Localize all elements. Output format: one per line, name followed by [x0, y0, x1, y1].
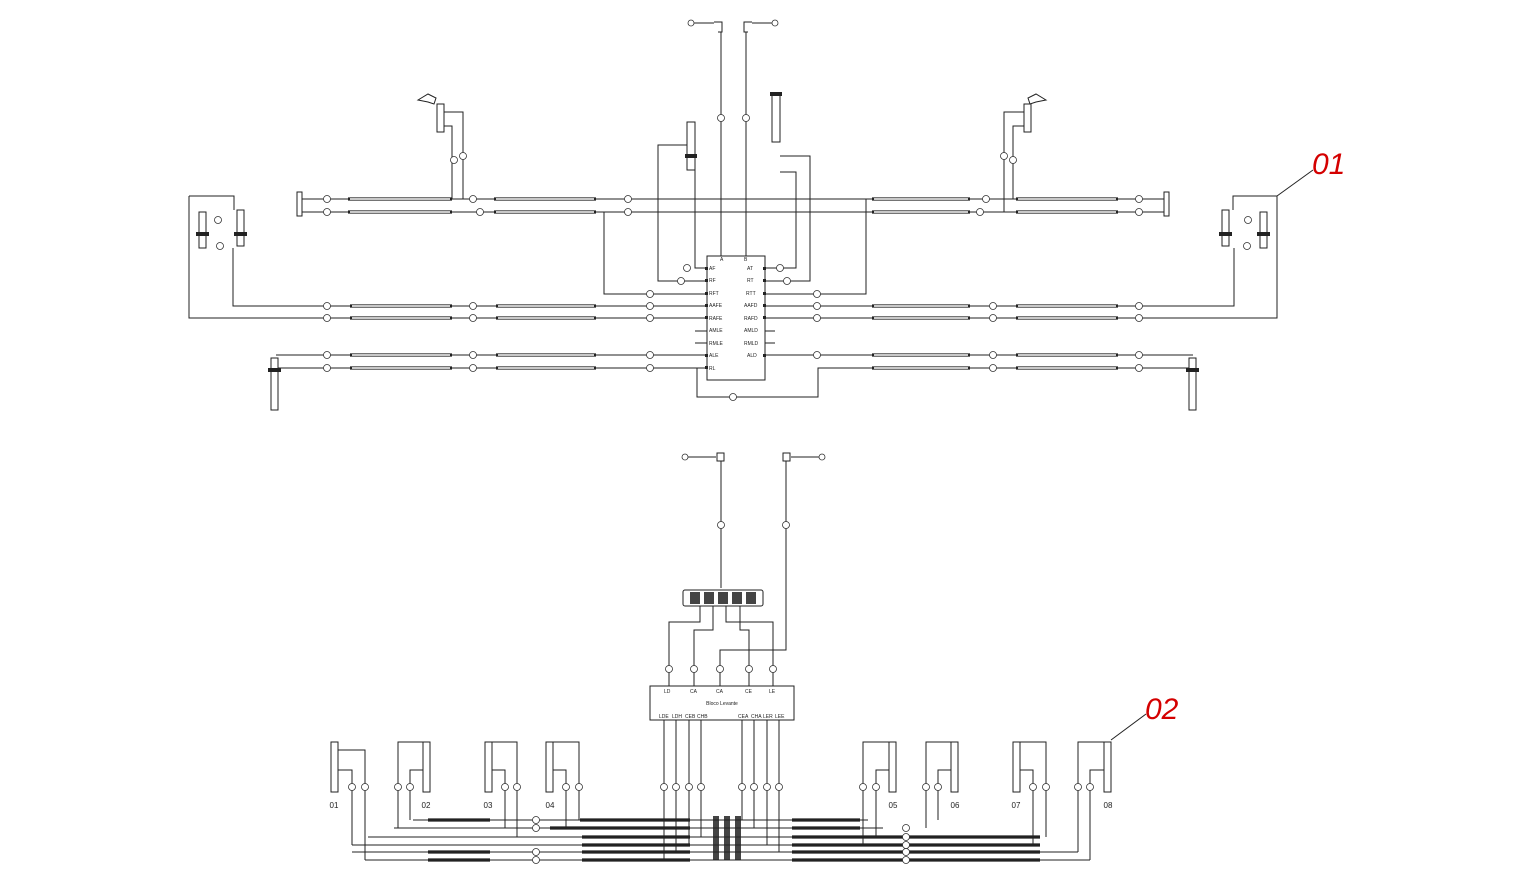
port-ale: ALE [709, 353, 719, 359]
port-at: AT [747, 266, 753, 272]
lower-coupler-left-icon [681, 453, 689, 461]
port-ler: LER [763, 714, 773, 720]
port-aafe: AAFE [709, 303, 723, 309]
cylinder-label-07: 07 [1012, 801, 1021, 810]
cylinder-label-04: 04 [546, 801, 555, 810]
reference-callout-01: 01 [1276, 148, 1345, 197]
port-rft: RFT [709, 291, 719, 297]
port-rafd: RAFD [744, 316, 758, 322]
lift-block-title: Bloco Levante [706, 701, 738, 707]
port-ldh: LDH [672, 714, 682, 720]
port-rafe: RAFE [709, 316, 723, 322]
port-cha: CHA [751, 714, 762, 720]
distribution-manifold [682, 589, 764, 607]
right-twin-cylinders [765, 195, 1278, 319]
lift-cylinder-03: 03 [484, 741, 521, 837]
reference-callout-02: 02 [1110, 693, 1179, 741]
upper-main-hoses [296, 191, 1170, 298]
lift-block-top-ports: LD CA CA CE LE [664, 689, 776, 695]
lower-coupler-right-icon [818, 453, 826, 461]
center-cylinders [657, 92, 811, 285]
lift-cylinder-05: 05 [859, 741, 898, 845]
quick-coupler-a-icon [687, 19, 695, 27]
pressure-supply-lines [687, 19, 779, 256]
upper-lower-hoses [268, 351, 1199, 411]
port-rmle: RMLE [709, 341, 724, 347]
port-lde: LDE [659, 714, 669, 720]
port-af: AF [709, 266, 715, 272]
upper-block-port-a: A [720, 257, 724, 263]
port-ce: CE [745, 689, 753, 695]
cylinder-label-03: 03 [484, 801, 493, 810]
port-ca-1: CA [690, 689, 698, 695]
lift-cylinder-07: 07 [1012, 741, 1050, 845]
collector-manifold [713, 816, 741, 860]
port-cea: CEA [738, 714, 749, 720]
upper-valve-block [706, 255, 766, 381]
cylinder-label-05: 05 [889, 801, 898, 810]
reference-label-02: 02 [1145, 693, 1179, 726]
port-rt: RT [747, 278, 754, 284]
port-le: LE [769, 689, 776, 695]
quick-coupler-b-icon [771, 19, 779, 27]
port-chb: CHB [697, 714, 708, 720]
upper-block-right-ports: AT RT RTT AAFD RAFD AMLD RMLD ALD [744, 266, 759, 359]
right-claw-cylinder [1000, 93, 1048, 212]
reference-label-01: 01 [1312, 148, 1345, 181]
lift-valve-block [649, 685, 795, 721]
lift-cylinder-08: 08 [1074, 741, 1113, 860]
port-rl: RL [709, 366, 716, 372]
upper-hydraulic-circuit: A B AF RF RFT AAFE RAFE AMLE RMLE ALE RL… [188, 19, 1278, 411]
port-ld: LD [664, 689, 671, 695]
lower-hydraulic-circuit: Bloco Levante LD CA CA CE LE LDE LDH CEB… [330, 452, 1113, 864]
port-aafd: AAFD [744, 303, 758, 309]
cylinder-label-02: 02 [422, 801, 431, 810]
port-rtt: RTT [746, 291, 756, 297]
lift-cylinder-01: 01 [330, 741, 369, 860]
upper-block-port-b: B [744, 257, 748, 263]
port-rmld: RMLD [744, 341, 759, 347]
port-ca-2: CA [716, 689, 724, 695]
lift-cylinder-02: 02 [394, 741, 431, 829]
cylinder-label-01: 01 [330, 801, 339, 810]
cylinder-label-08: 08 [1104, 801, 1113, 810]
upper-mid-hoses [323, 302, 1143, 344]
port-amle: AMLE [709, 328, 723, 334]
upper-block-left-ports: AF RF RFT AAFE RAFE AMLE RMLE ALE RL [709, 266, 724, 372]
port-amld: AMLD [744, 328, 758, 334]
cylinder-bus-lines [352, 816, 1090, 864]
port-lee: LEE [775, 714, 785, 720]
cylinder-label-06: 06 [951, 801, 960, 810]
lift-block-bottom-ports: LDE LDH CEB CHB CEA CHA LER LEE [659, 714, 785, 720]
port-rf: RF [709, 278, 716, 284]
port-ald: ALD [747, 353, 757, 359]
left-claw-cylinder [416, 93, 467, 199]
port-ceb: CEB [685, 714, 696, 720]
lift-cylinder-04: 04 [545, 741, 583, 828]
lift-cylinder-06: 06 [922, 741, 960, 828]
